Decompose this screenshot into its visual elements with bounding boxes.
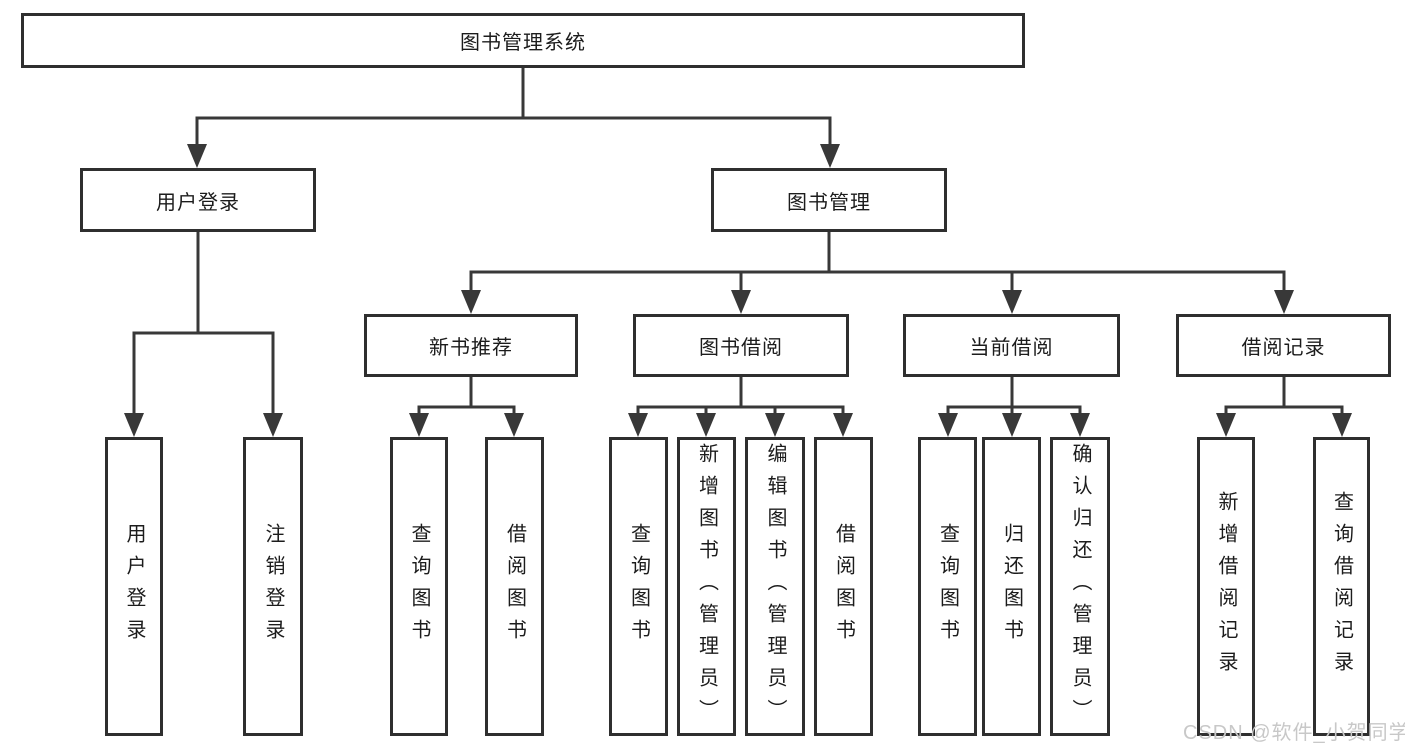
node-book-management-label: 图书管理 xyxy=(787,191,871,214)
leaf-rec-borrow-books: 借阅图书 xyxy=(485,437,544,736)
node-borrow-records-label: 借阅记录 xyxy=(1241,337,1326,359)
leaf-user-login-label: 用户登录 xyxy=(123,522,145,651)
leaf-cur-query-books-label: 查询图书 xyxy=(936,522,959,651)
node-borrow-records: 借阅记录 xyxy=(1176,314,1391,377)
leaf-confirm-return-admin: 确认归还（管理员） xyxy=(1050,437,1110,736)
node-current-borrowing-label: 当前借阅 xyxy=(969,337,1054,359)
node-new-book-recommend: 新书推荐 xyxy=(364,314,578,377)
arrowheads xyxy=(124,144,1352,437)
leaf-rec-query-books: 查询图书 xyxy=(390,437,448,736)
node-root-label: 图书管理系统 xyxy=(460,32,586,54)
leaf-cur-query-books: 查询图书 xyxy=(918,437,977,736)
node-book-borrowing-label: 图书借阅 xyxy=(699,337,783,359)
leaf-rec-borrow-books-label: 借阅图书 xyxy=(503,522,526,651)
leaf-logout-label: 注销登录 xyxy=(262,522,284,651)
leaf-add-books-admin: 新增图书（管理员） xyxy=(677,437,736,736)
leaf-edit-books-admin-label: 编辑图书（管理员） xyxy=(764,442,786,731)
leaf-return-books-label: 归还图书 xyxy=(1000,522,1023,651)
leaf-user-login: 用户登录 xyxy=(105,437,163,736)
node-current-borrowing: 当前借阅 xyxy=(903,314,1120,377)
leaf-query-borrow-record-label: 查询借阅记录 xyxy=(1330,490,1353,683)
leaf-rec-query-books-label: 查询图书 xyxy=(408,522,430,651)
leaf-borrow-books-label: 借阅图书 xyxy=(832,522,855,651)
leaf-logout: 注销登录 xyxy=(243,437,303,736)
node-book-management: 图书管理 xyxy=(711,168,947,232)
leaf-return-books: 归还图书 xyxy=(982,437,1041,736)
leaf-borrow-query-books: 查询图书 xyxy=(609,437,668,736)
csdn-watermark: CSDN @软件_小贺同学 xyxy=(1183,722,1405,744)
leaf-confirm-return-admin-label: 确认归还（管理员） xyxy=(1069,442,1091,731)
node-book-borrowing: 图书借阅 xyxy=(633,314,849,377)
leaf-borrow-query-books-label: 查询图书 xyxy=(627,522,650,651)
node-user-login-label: 用户登录 xyxy=(156,191,240,214)
leaf-query-borrow-record: 查询借阅记录 xyxy=(1313,437,1370,736)
node-user-login: 用户登录 xyxy=(80,168,316,232)
node-root: 图书管理系统 xyxy=(21,13,1025,68)
leaf-borrow-books: 借阅图书 xyxy=(814,437,873,736)
node-new-book-recommend-label: 新书推荐 xyxy=(429,337,513,359)
leaf-edit-books-admin: 编辑图书（管理员） xyxy=(745,437,805,736)
leaf-add-books-admin-label: 新增图书（管理员） xyxy=(695,442,718,731)
leaf-add-borrow-record: 新增借阅记录 xyxy=(1197,437,1255,736)
leaf-add-borrow-record-label: 新增借阅记录 xyxy=(1215,490,1237,683)
